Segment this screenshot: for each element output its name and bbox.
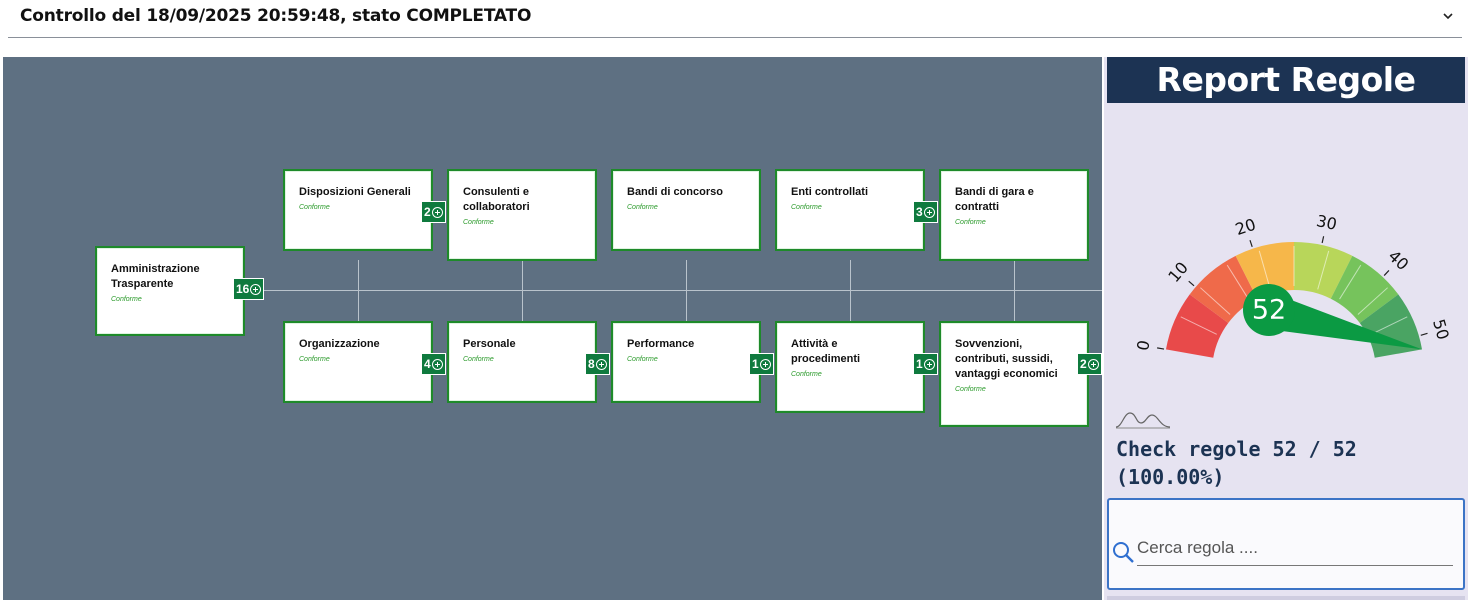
expand-badge[interactable]: 4 xyxy=(421,353,446,375)
gauge-minor-tick xyxy=(1317,250,1330,290)
expand-badge[interactable]: 8 xyxy=(585,353,610,375)
expand-badge[interactable]: 1 xyxy=(749,353,774,375)
node-status: Conforme xyxy=(627,204,658,211)
tree-node-sovvenzioni[interactable]: Sovvenzioni, contributi, sussidi, vantag… xyxy=(939,321,1089,427)
gauge-minor-tick xyxy=(1339,264,1362,300)
connector-line xyxy=(1014,260,1015,322)
expand-badge[interactable]: 2 xyxy=(1077,353,1102,375)
control-title: Controllo del 18/09/2025 20:59:48, stato… xyxy=(20,6,532,26)
gauge-tick xyxy=(1383,270,1390,276)
search-box[interactable] xyxy=(1107,498,1465,590)
node-status: Conforme xyxy=(111,296,142,303)
gauge-band xyxy=(1330,255,1399,324)
node-status: Conforme xyxy=(955,386,986,393)
node-status: Conforme xyxy=(463,356,494,363)
node-status: Conforme xyxy=(791,204,822,211)
control-header[interactable]: Controllo del 18/09/2025 20:59:48, stato… xyxy=(8,0,1462,38)
node-status: Conforme xyxy=(627,356,658,363)
node-status: Conforme xyxy=(299,356,330,363)
node-title: Sovvenzioni, contributi, sussidi, vantag… xyxy=(955,337,1073,395)
wave-icon xyxy=(1115,412,1171,429)
chevron-down-icon[interactable] xyxy=(1440,8,1456,24)
expand-badge[interactable]: 16 xyxy=(233,278,265,300)
gauge-tick xyxy=(1321,236,1325,244)
connector-line xyxy=(522,260,523,322)
connector-line xyxy=(245,290,1102,291)
gauge-tick-label: 0 xyxy=(1134,339,1154,352)
node-status: Conforme xyxy=(463,219,494,226)
report-panel: Report Regole 0 10 20 30 40 50 52 Check regole… xyxy=(1104,57,1468,600)
report-title: Report Regole xyxy=(1107,57,1465,103)
gauge-tick-label: 50 xyxy=(1429,317,1453,342)
gauge-tick-label: 40 xyxy=(1385,246,1413,274)
gauge-band xyxy=(1189,255,1258,324)
gauge-minor-tick xyxy=(1226,264,1249,300)
plus-circle-icon xyxy=(595,358,607,370)
expand-badge[interactable]: 1 xyxy=(913,353,938,375)
plus-circle-icon xyxy=(759,358,771,370)
plus-circle-icon xyxy=(923,206,935,218)
gauge-tick xyxy=(1420,332,1428,336)
expand-badge[interactable]: 3 xyxy=(913,201,938,223)
check-rules-text: Check regole 52 / 52 (100.00%) xyxy=(1116,437,1357,489)
gauge-hub xyxy=(1243,284,1295,336)
gauge-minor-tick xyxy=(1200,287,1231,315)
gauge-tick-label: 10 xyxy=(1164,258,1192,286)
connector-line xyxy=(850,260,851,322)
plus-circle-icon xyxy=(1087,358,1099,370)
gauge-tick xyxy=(1188,280,1195,287)
connector-line xyxy=(686,260,687,322)
gauge-minor-tick xyxy=(1258,250,1271,290)
gauge-tick-label: 20 xyxy=(1233,215,1258,239)
panel-divider xyxy=(1107,596,1465,600)
search-input[interactable] xyxy=(1137,530,1453,566)
gauge-minor-tick xyxy=(1371,316,1408,335)
plus-circle-icon xyxy=(431,358,443,370)
connector-line xyxy=(358,260,359,322)
gauge-tick xyxy=(1249,239,1253,247)
plus-circle-icon xyxy=(250,283,262,295)
plus-circle-icon xyxy=(431,206,443,218)
node-status: Conforme xyxy=(791,371,822,378)
gauge-value: 52 xyxy=(1252,295,1286,326)
rules-gauge: 0 10 20 30 40 50 52 xyxy=(1134,211,1453,358)
gauge-band xyxy=(1165,294,1229,358)
gauge-minor-tick xyxy=(1180,316,1217,335)
node-status: Conforme xyxy=(299,204,330,211)
search-icon xyxy=(1113,542,1134,563)
gauge-tick-label: 30 xyxy=(1315,211,1339,234)
expand-badge[interactable]: 2 xyxy=(421,201,446,223)
gauge-minor-tick xyxy=(1357,287,1388,315)
plus-circle-icon xyxy=(923,358,935,370)
node-status: Conforme xyxy=(955,219,986,226)
gauge-needle xyxy=(1265,290,1423,350)
gauge-tick xyxy=(1157,347,1165,350)
